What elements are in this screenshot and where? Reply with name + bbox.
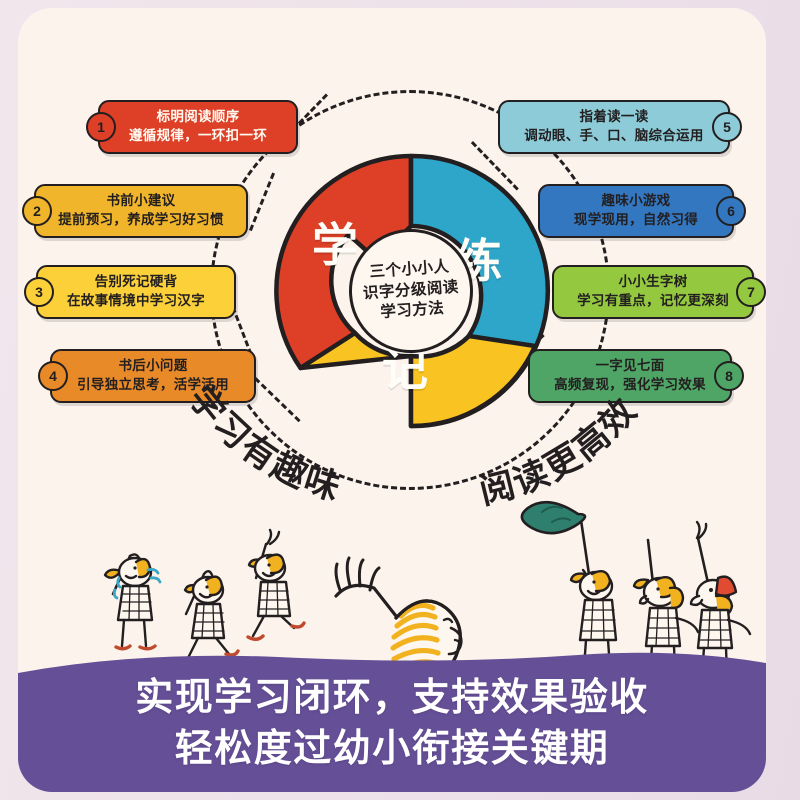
- pill-4-badge: 4: [38, 361, 68, 391]
- learning-cycle-donut: 学 练 记 三个小小人 识字分级阅读 学习方法: [270, 150, 552, 432]
- pill-4-line-1: 书后小问题: [118, 358, 188, 374]
- poster-card: 学 练 记 三个小小人 识字分级阅读 学习方法 标明阅读顺序 遵循规律，一环扣一…: [18, 8, 766, 792]
- figure-crying-child: [103, 553, 162, 651]
- banner-line-2: 轻松度过幼小衔接关键期: [174, 727, 610, 770]
- pill-4-line-2: 引导独立思考，活学活用: [77, 376, 229, 392]
- pill-5-line-2: 调动眼、手、口、脑综合运用: [524, 127, 704, 143]
- feature-pill-5[interactable]: 指着读一读 调动眼、手、口、脑综合运用 5: [498, 100, 742, 154]
- pill-8-number: 8: [725, 368, 733, 384]
- feature-pill-1[interactable]: 标明阅读顺序 遵循规律，一环扣一环 1: [86, 100, 298, 154]
- pill-5-number: 5: [723, 119, 731, 135]
- pill-7-line-2: 学习有重点，记忆更深刻: [577, 292, 729, 308]
- banner-text-block: 实现学习闭环，支持效果验收 轻松度过幼小衔接关键期: [18, 673, 766, 775]
- pill-2-badge: 2: [22, 196, 52, 226]
- pill-3-line-2: 在故事情境中学习汉字: [67, 292, 205, 308]
- pill-3-number: 3: [35, 284, 43, 300]
- banner-line-1: 实现学习闭环，支持效果验收: [135, 677, 649, 719]
- pill-1-line-1: 标明阅读顺序: [156, 109, 240, 125]
- segment-label-memorize: 记: [382, 343, 429, 395]
- pill-7-badge: 7: [736, 277, 766, 307]
- hub-line-3: 学习方法: [379, 299, 445, 322]
- pill-6-number: 6: [727, 203, 735, 219]
- feature-pill-2[interactable]: 书前小建议 提前预习，养成学习好习惯 2: [22, 184, 248, 238]
- pill-6-line-2: 现学现用，自然习得: [573, 211, 699, 227]
- figure-running-child: [181, 570, 240, 663]
- pill-1-badge: 1: [86, 112, 116, 142]
- pill-8-line-1: 一字见七面: [595, 358, 665, 374]
- figure-flag-bearer: [520, 500, 621, 673]
- pill-1-number: 1: [97, 119, 105, 135]
- banner-wave-shape: [18, 652, 766, 792]
- pill-7-number: 7: [747, 284, 755, 300]
- figure-pointing-child: [632, 538, 700, 677]
- pill-6-line-1: 趣味小游戏: [601, 193, 671, 209]
- feature-pill-7[interactable]: 小小生字树 学习有重点，记忆更深刻 7: [552, 265, 766, 319]
- pill-5-badge: 5: [712, 112, 742, 142]
- pill-5-line-1: 指着读一读: [579, 109, 649, 125]
- feature-pill-8[interactable]: 一字见七面 高频复现，强化学习效果 8: [528, 349, 744, 403]
- pill-4-number: 4: [49, 368, 57, 384]
- donut-segment-memorize: [298, 330, 538, 429]
- feature-pill-4[interactable]: 书后小问题 引导独立思考，活学活用 4: [38, 349, 256, 403]
- pill-3-badge: 3: [24, 277, 54, 307]
- pill-2-line-2: 提前预习，养成学习好习惯: [58, 211, 224, 227]
- pill-3-line-1: 告别死记硬背: [94, 274, 178, 290]
- pill-6-badge: 6: [716, 196, 746, 226]
- feature-pill-3[interactable]: 告别死记硬背 在故事情境中学习汉字 3: [24, 265, 236, 319]
- pill-2-line-1: 书前小建议: [106, 193, 176, 209]
- curved-slogan: 学习有趣味 阅读更高效: [181, 378, 643, 512]
- pill-8-badge: 8: [714, 361, 744, 391]
- pill-1-line-2: 遵循规律，一环扣一环: [129, 127, 267, 143]
- pill-2-number: 2: [33, 203, 41, 219]
- pill-7-line-1: 小小生字树: [618, 274, 688, 290]
- segment-label-learn: 学: [312, 219, 359, 271]
- bottom-banner: 实现学习闭环，支持效果验收 轻松度过幼小衔接关键期: [18, 647, 766, 792]
- feature-pill-6[interactable]: 趣味小游戏 现学现用，自然习得 6: [538, 184, 746, 238]
- figure-leaping-child: [246, 528, 306, 641]
- pill-8-line-2: 高频复现，强化学习效果: [554, 376, 706, 392]
